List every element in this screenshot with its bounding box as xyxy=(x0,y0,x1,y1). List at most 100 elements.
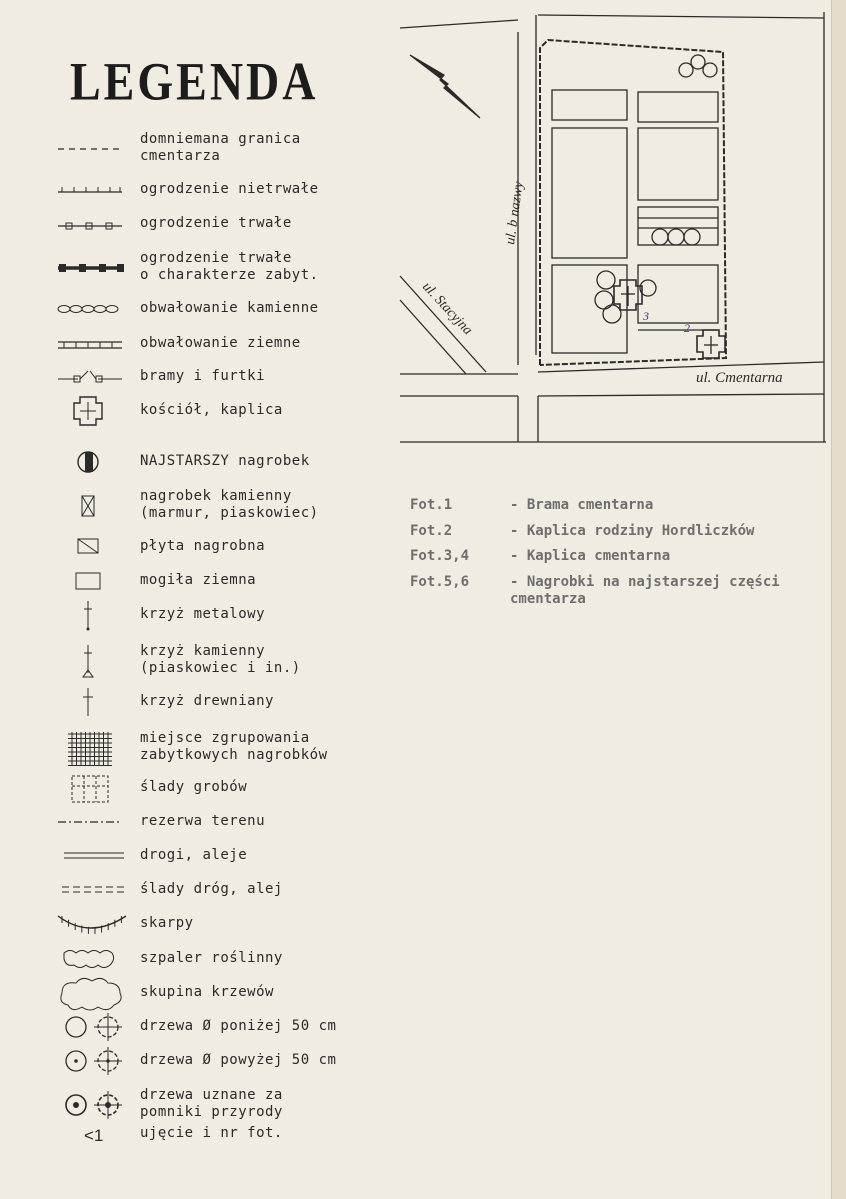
caption-text: - Kaplica cmentarna xyxy=(510,548,671,564)
legend-label: drogi, aleje xyxy=(140,847,248,863)
escarpment-icon xyxy=(50,904,132,944)
legend-label: ślady dróg, alej xyxy=(140,881,283,897)
grave-slab-icon xyxy=(50,527,132,567)
tree-icon xyxy=(678,62,694,78)
tree-icon xyxy=(667,228,685,246)
road-icon xyxy=(50,836,132,876)
street-label-cemetery: ul. Cmentarna xyxy=(696,370,783,386)
photo-marker-3: 3 xyxy=(642,309,649,323)
legend-label: rezerwa terenu xyxy=(140,813,266,829)
reserve-line-icon xyxy=(50,802,132,842)
dashed-line-icon xyxy=(50,129,132,169)
grave-plot xyxy=(551,89,628,121)
legend-title: LEGENDA xyxy=(70,51,319,112)
caption-text: - Nagrobki na najstarszej części cmentar… xyxy=(510,574,780,607)
legend-label: krzyż drewniany xyxy=(140,693,274,709)
legend-label: nagrobek kamienny (marmur, piaskowiec) xyxy=(140,488,319,521)
grave-plot xyxy=(551,127,628,259)
tree-icon xyxy=(594,290,614,310)
permanent-fence-icon xyxy=(50,204,132,244)
caption-key: Fot.1 xyxy=(410,497,453,513)
legend-label: domniemana granica cmentarza xyxy=(140,131,301,164)
caption-key: Fot.2 xyxy=(410,523,453,539)
legend-label: NAJSTARSZY nagrobek xyxy=(140,453,310,469)
family-chapel-icon xyxy=(696,329,726,359)
street-edge xyxy=(399,275,487,373)
legend-label: krzyż kamienny (piaskowiec i in.) xyxy=(140,643,301,676)
tree-icon xyxy=(702,62,718,78)
legend-label: płyta nagrobna xyxy=(140,538,266,554)
legend-label: drzewa Ø poniżej 50 cm xyxy=(140,1018,337,1034)
caption-3: Fot.3,4 - Kaplica cmentarna xyxy=(410,548,828,565)
street-edge xyxy=(537,14,825,19)
legend-label: skarpy xyxy=(140,915,194,931)
cemetery-fence xyxy=(539,38,728,366)
legend-label: kościół, kaplica xyxy=(140,402,283,418)
page-edge xyxy=(831,0,846,1199)
tree-large-icon xyxy=(50,1041,132,1081)
tree-monument-icon xyxy=(50,1085,132,1125)
photo-marker-2: 2 xyxy=(684,321,690,335)
church-cross-icon xyxy=(50,391,132,431)
legend-label: drzewa Ø powyżej 50 cm xyxy=(140,1052,337,1068)
street-edge xyxy=(537,393,825,397)
legend-label: miejsce zgrupowania zabytkowych nagrobkó… xyxy=(140,730,328,763)
street-edge xyxy=(399,299,467,375)
street-edge xyxy=(399,19,519,29)
map-drawing: ul. b nazwy ul. Stacyjna ul. Cmentarna 2… xyxy=(399,12,826,443)
earth-embankment-icon xyxy=(50,324,132,364)
legend-label: obwałowanie ziemne xyxy=(140,335,301,351)
grave-plot xyxy=(551,264,628,354)
stone-cross-icon xyxy=(50,641,132,681)
temporary-fence-icon xyxy=(50,170,132,210)
legend-label: drzewa uznane za pomniki przyrody xyxy=(140,1087,283,1120)
earth-grave-icon xyxy=(50,561,132,601)
caption-key: Fot.3,4 xyxy=(410,548,470,564)
stone-grave-icon xyxy=(50,486,132,526)
legend-label: bramy i furtki xyxy=(140,368,266,384)
oldest-grave-icon xyxy=(50,442,132,482)
grave-plot xyxy=(637,127,719,201)
legend-label: krzyż metalowy xyxy=(140,606,266,622)
street-label-nameless: ul. b nazwy xyxy=(503,180,527,246)
gate-icon xyxy=(50,357,132,397)
caption-1: Fot.1- Brama cmentarna xyxy=(410,497,828,514)
historic-fence-icon xyxy=(50,248,132,288)
caption-2: Fot.2 - Kaplica rodziny Hordliczków xyxy=(410,523,828,540)
legend-label: ślady grobów xyxy=(140,779,248,795)
tree-icon xyxy=(602,304,622,324)
grave-group-icon xyxy=(50,728,132,768)
legend-label: obwałowanie kamienne xyxy=(140,300,319,316)
tree-small-icon xyxy=(50,1007,132,1047)
cemetery-map: ul. b nazwy ul. Stacyjna ul. Cmentarna 2… xyxy=(398,10,828,446)
legend-label: mogiła ziemna xyxy=(140,572,257,588)
tree-icon xyxy=(651,228,669,246)
legend-label: ogrodzenie trwałe xyxy=(140,215,292,231)
shrub-cluster-icon xyxy=(50,973,132,1013)
grave-plot xyxy=(637,91,719,123)
chapel-icon xyxy=(613,279,643,311)
tree-icon xyxy=(596,270,616,290)
legend-label: ogrodzenie trwałe o charakterze zabyt. xyxy=(140,250,319,283)
legend-label: ogrodzenie nietrwałe xyxy=(140,181,319,197)
metal-cross-icon xyxy=(50,595,132,635)
legend-label: ujęcie i nr fot. xyxy=(140,1125,283,1141)
tree-icon xyxy=(683,228,701,246)
wooden-cross-icon xyxy=(50,682,132,722)
tree-icon xyxy=(639,279,657,297)
hedge-icon xyxy=(50,939,132,979)
street-edge xyxy=(537,361,825,373)
photo-angle-icon: <1 xyxy=(50,1114,132,1154)
grave-traces-icon xyxy=(50,768,132,808)
caption-key: Fot.5,6 xyxy=(410,574,470,590)
caption-4: Fot.5,6 - Nagrobki na najstarszej części … xyxy=(410,574,828,608)
stone-embankment-icon xyxy=(50,289,132,329)
tree-icon xyxy=(690,54,706,70)
caption-text: - Kaplica rodziny Hordliczków xyxy=(510,523,755,539)
photo-angle-label: <1 xyxy=(84,1126,103,1145)
legend-label: skupina krzewów xyxy=(140,984,274,1000)
north-arrow-icon xyxy=(409,54,481,119)
grave-plot xyxy=(637,264,719,324)
grave-plot xyxy=(637,206,719,246)
